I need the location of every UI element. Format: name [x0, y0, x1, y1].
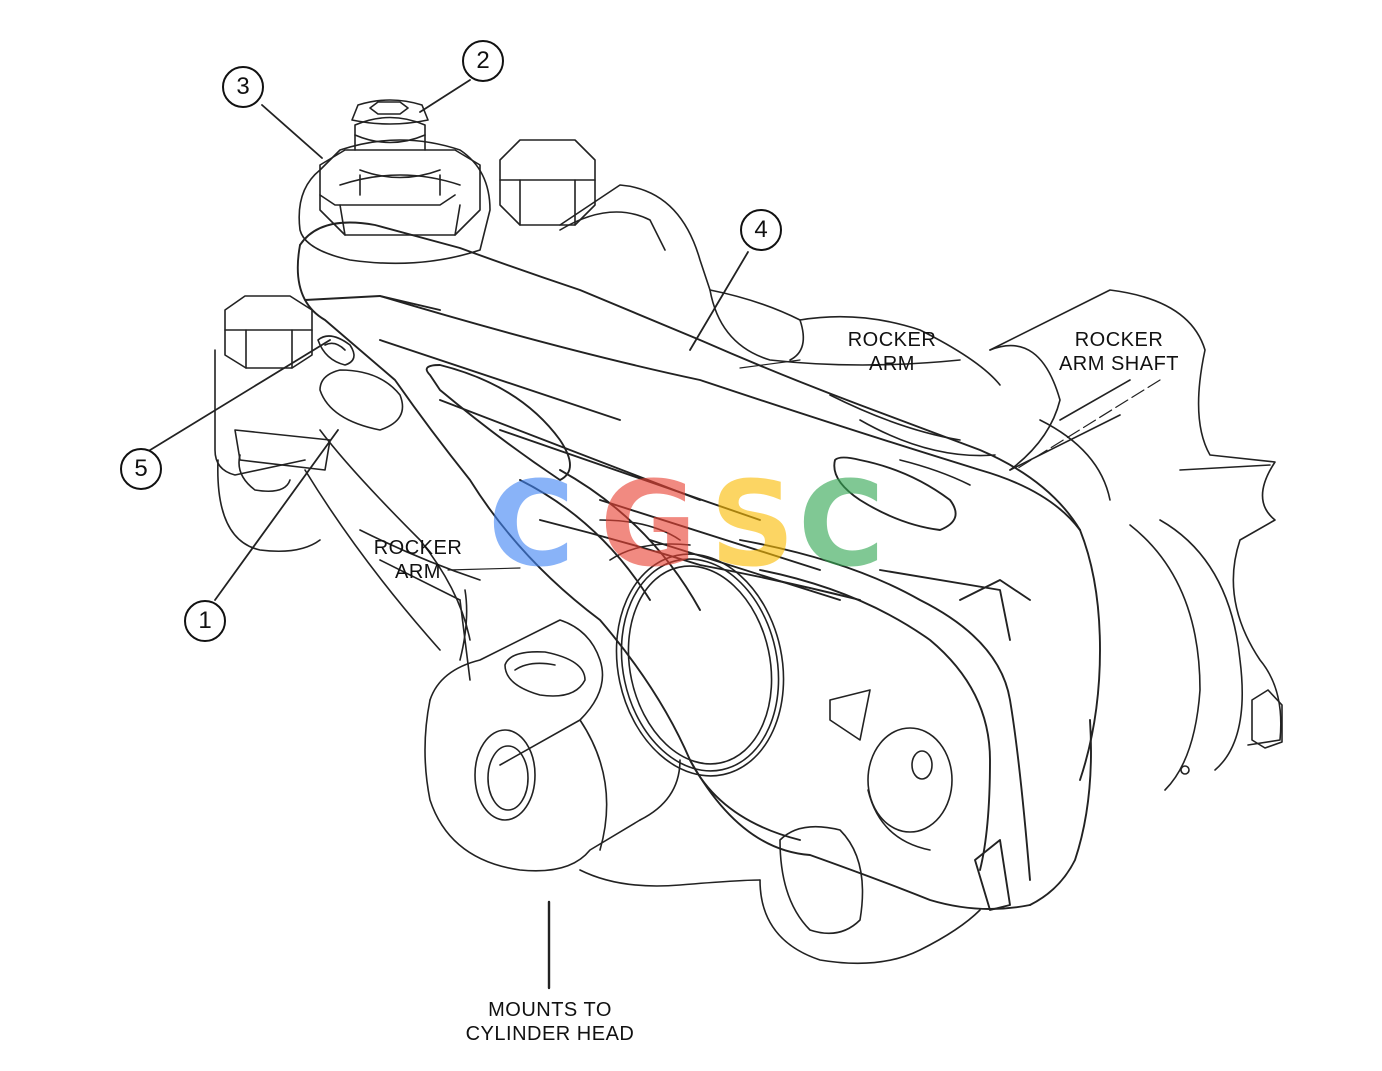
callout-1: 1 — [184, 600, 226, 642]
rocker-arm-left — [214, 295, 481, 661]
label-rocker-arm-top-line2: ARM — [869, 353, 915, 375]
watermark-letter-g: G — [600, 455, 697, 593]
label-mounts-line1: MOUNTS TO — [488, 999, 612, 1021]
leader-lines — [141, 79, 1161, 990]
label-rocker-arm-left: ROCKER ARM — [356, 536, 480, 584]
label-rocker-arm-left-line2: ARM — [395, 561, 441, 583]
mounting-bracket — [424, 599, 981, 965]
clamp-bore — [599, 519, 785, 777]
label-rocker-arm-top-line1: ROCKER — [847, 329, 937, 351]
callout-2: 2 — [462, 40, 504, 82]
callout-5: 5 — [120, 448, 162, 490]
label-rocker-arm-shaft-line1: ROCKER — [1074, 329, 1164, 351]
label-rocker-arm-shaft: ROCKER ARM SHAFT — [1044, 328, 1194, 376]
callout-4: 4 — [740, 209, 782, 251]
label-rocker-arm-top: ROCKER ARM — [830, 328, 954, 376]
pin-item-5 — [317, 335, 404, 431]
rocker-arm-shaft — [989, 289, 1283, 791]
label-rocker-arm-shaft-line2: ARM SHAFT — [1058, 353, 1180, 375]
watermark-letter-c2: C — [798, 455, 885, 593]
adjusting-screw-and-locknut — [298, 99, 491, 265]
label-mounts-line2: CYLINDER HEAD — [465, 1023, 635, 1045]
callout-3: 3 — [222, 66, 264, 108]
watermark-letter-c1: C — [488, 455, 575, 593]
watermark-letter-s: S — [710, 455, 795, 593]
upper-hex-bolt — [499, 139, 666, 251]
label-mounts-to-cylinder-head: MOUNTS TO CYLINDER HEAD — [440, 998, 660, 1046]
label-rocker-arm-left-line1: ROCKER — [373, 537, 463, 559]
